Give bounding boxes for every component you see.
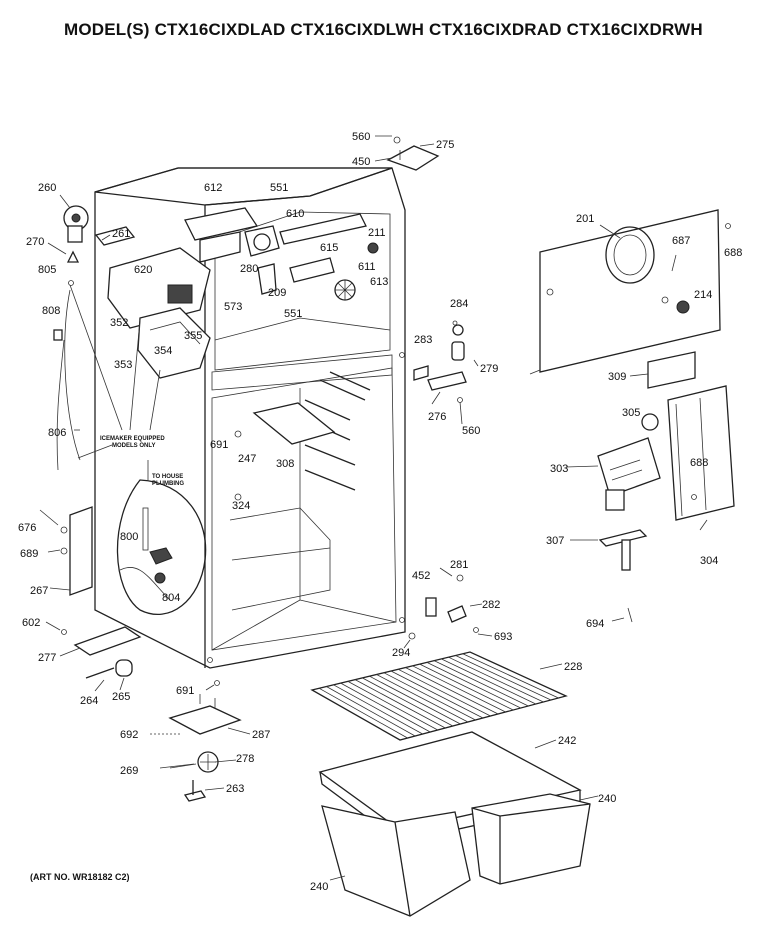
callout-264: 264 (80, 695, 98, 707)
icemaker-plumbing-bubble (116, 479, 207, 616)
control-housing (597, 385, 735, 571)
art-number: (ART NO. WR18182 C2) (30, 872, 130, 882)
callout-450: 450 (352, 156, 370, 168)
center-parts (413, 320, 467, 403)
plumbing-note-line2: PLUMBING (152, 481, 184, 487)
callout-303: 303 (550, 463, 568, 475)
callout-355: 355 (184, 330, 202, 342)
callout-270: 270 (26, 236, 44, 248)
callout-228: 228 (564, 661, 582, 673)
callout-560: 560 (352, 131, 370, 143)
callout-354: 354 (154, 345, 172, 357)
callout-260: 260 (38, 182, 56, 194)
callout-265: 265 (112, 691, 130, 703)
callout-689: 689 (20, 548, 38, 560)
callout-267: 267 (30, 585, 48, 597)
callout-687: 687 (672, 235, 690, 247)
callout-611: 611 (358, 261, 376, 273)
callout-284: 284 (450, 298, 468, 310)
callout-263: 263 (226, 783, 244, 795)
callout-693: 693 (494, 631, 512, 643)
callout-804: 804 (162, 592, 180, 604)
callout-694: 694 (586, 618, 604, 630)
lower-left-parts (61, 626, 242, 802)
callout-800: 800 (120, 531, 138, 543)
callout-688-a: 688 (724, 247, 742, 259)
callout-240-a: 240 (598, 793, 616, 805)
crisper-cover (318, 731, 582, 843)
callout-353: 353 (114, 359, 132, 371)
callout-201: 201 (576, 213, 594, 225)
icemaker-assembly (107, 247, 211, 379)
callout-808: 808 (42, 305, 60, 317)
callout-280: 280 (240, 263, 258, 275)
callout-352: 352 (110, 317, 128, 329)
freezer-controls (184, 207, 379, 301)
callout-309: 309 (608, 371, 626, 383)
callout-278: 278 (236, 753, 254, 765)
callout-269: 269 (120, 765, 138, 777)
callout-242: 242 (558, 735, 576, 747)
callout-305: 305 (622, 407, 640, 419)
top-hinge (386, 136, 440, 171)
callout-452: 452 (412, 570, 430, 582)
callout-279: 279 (480, 363, 498, 375)
callout-551: 551 (270, 182, 288, 194)
callout-247: 247 (238, 453, 256, 465)
callout-294: 294 (392, 647, 410, 659)
page-title: MODEL(S) CTX16CIXDLAD CTX16CIXDLWH CTX16… (64, 20, 703, 39)
callout-281: 281 (450, 559, 468, 571)
notes: ICEMAKER EQUIPPED MODELS ONLY TO HOUSE P… (100, 436, 184, 487)
callout-560-b: 560 (462, 425, 480, 437)
callout-214: 214 (694, 289, 712, 301)
callout-691-b: 691 (176, 685, 194, 697)
callout-602: 602 (22, 617, 40, 629)
callout-615: 615 (320, 242, 338, 254)
callout-261: 261 (112, 228, 130, 240)
callout-240-b: 240 (310, 881, 328, 893)
evaporator-cover (539, 209, 731, 373)
callout-304: 304 (700, 555, 718, 567)
icemaker-note-line2: MODELS ONLY (112, 443, 155, 449)
callout-numbers: 560 275 450 260 612 551 610 201 687 688 … (18, 131, 742, 893)
crisper-drawers (321, 793, 591, 917)
callout-209: 209 (268, 287, 286, 299)
callout-688-b: 688 (690, 457, 708, 469)
bottom-hinge-parts (408, 574, 633, 640)
callout-676: 676 (18, 522, 36, 534)
callout-282: 282 (482, 599, 500, 611)
callout-211: 211 (368, 227, 386, 239)
callout-610: 610 (286, 208, 304, 220)
plumbing-note-line1: TO HOUSE (152, 474, 183, 480)
left-parts (53, 205, 136, 596)
callout-277: 277 (38, 652, 56, 664)
callout-275: 275 (436, 139, 454, 151)
callout-691-a: 691 (210, 439, 228, 451)
icemaker-note-line1: ICEMAKER EQUIPPED (100, 436, 165, 442)
callout-276: 276 (428, 411, 446, 423)
callout-613: 613 (370, 276, 388, 288)
callout-308: 308 (276, 458, 294, 470)
callout-324: 324 (232, 500, 250, 512)
callout-805: 805 (38, 264, 56, 276)
callout-287: 287 (252, 729, 270, 741)
callout-layer (39, 135, 708, 881)
callout-692: 692 (120, 729, 138, 741)
callout-551-b: 551 (284, 308, 302, 320)
callout-612: 612 (204, 182, 222, 194)
wire-shelf (310, 651, 568, 741)
callout-307: 307 (546, 535, 564, 547)
callout-806: 806 (48, 427, 66, 439)
callout-573: 573 (224, 301, 242, 313)
callout-283: 283 (414, 334, 432, 346)
callout-620: 620 (134, 264, 152, 276)
label-plate (647, 351, 696, 389)
freezer-shelf (252, 402, 336, 445)
